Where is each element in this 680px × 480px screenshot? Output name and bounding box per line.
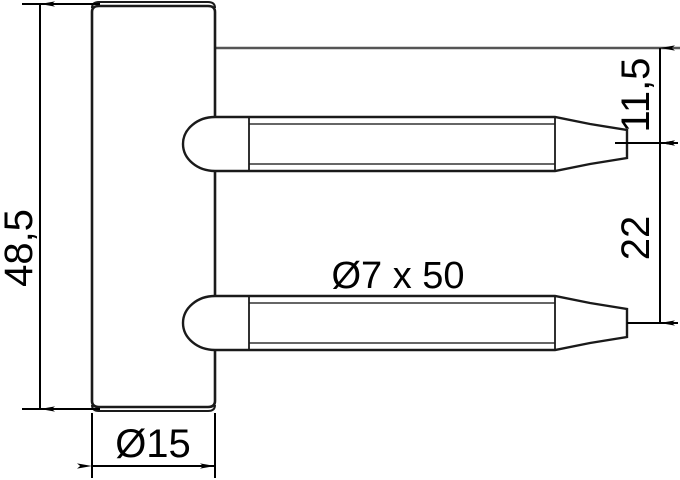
dim-label-11-5: 11,5 — [614, 58, 658, 133]
dimension-overall-height: 48,5 — [0, 1, 100, 412]
lower-pin — [181, 294, 629, 352]
annotation-pin-spec: Ø7 x 50 — [331, 255, 464, 297]
upper-pin — [181, 115, 629, 173]
upper-pin-outline — [181, 115, 629, 173]
dim-label-48-5: 48,5 — [0, 209, 41, 287]
dim-label-22: 22 — [614, 216, 658, 261]
dimension-plate-width: Ø15 — [77, 413, 216, 478]
dim-label-15: Ø15 — [115, 422, 191, 466]
mounting-plate — [90, 1, 217, 412]
dimension-pin-spacing: 22 — [614, 140, 678, 326]
dimension-upper-pin-offset: 11,5 — [614, 45, 678, 146]
lower-pin-outline — [181, 294, 629, 352]
plate-outline — [90, 4, 217, 409]
